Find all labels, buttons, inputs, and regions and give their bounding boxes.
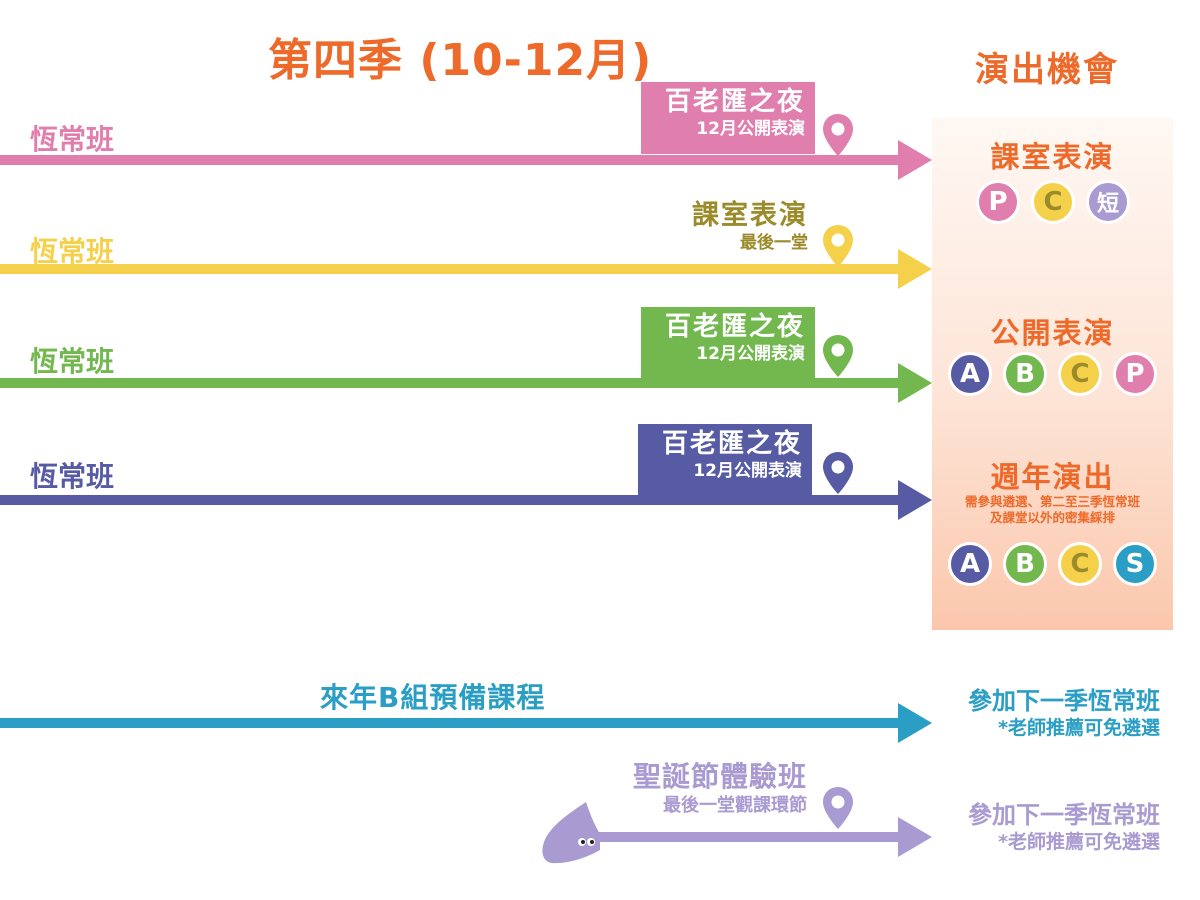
annual-note-line-2: 及課堂以外的密集綵排 bbox=[989, 510, 1115, 525]
next-year-result-main: 參加下一季恆常班 bbox=[968, 687, 1160, 715]
badge-a: A bbox=[948, 352, 992, 396]
xmas-arrowhead bbox=[898, 817, 932, 857]
row-1-event-subtitle: 12月公開表演 bbox=[696, 119, 805, 139]
row-1-event-title: 百老匯之夜 bbox=[664, 87, 805, 117]
row-4-label: 恆常班 bbox=[30, 460, 115, 493]
next-year-arrowhead bbox=[898, 703, 932, 743]
performance-opportunities-title: 演出機會 bbox=[975, 50, 1119, 90]
badge-c: C bbox=[1031, 180, 1075, 224]
badge-short: 短 bbox=[1086, 180, 1130, 224]
row-4-event-box: 百老匯之夜 12月公開表演 bbox=[638, 424, 812, 496]
row-1-arrowhead bbox=[898, 140, 932, 180]
row-1-label: 恆常班 bbox=[30, 123, 115, 156]
row-4-arrowhead bbox=[898, 480, 932, 520]
badge-c: C bbox=[1058, 352, 1102, 396]
row-2-arrowhead bbox=[898, 249, 932, 289]
season-title: 第四季 (10-12月) bbox=[268, 35, 653, 86]
next-year-result: 參加下一季恆常班 *老師推薦可免遴選 bbox=[935, 686, 1160, 740]
row-3-arrowhead bbox=[898, 363, 932, 403]
xmas-result-sub: *老師推薦可免遴選 bbox=[998, 831, 1160, 853]
next-year-result-sub: *老師推薦可免遴選 bbox=[998, 717, 1160, 739]
row-1-track bbox=[0, 155, 900, 165]
row-2-event-title: 課室表演 bbox=[692, 200, 808, 231]
row-2-label: 恆常班 bbox=[30, 235, 115, 268]
badge-b: B bbox=[1003, 542, 1047, 586]
row-2-track bbox=[0, 264, 900, 274]
location-pin-icon bbox=[823, 225, 853, 267]
badge-b: B bbox=[1003, 352, 1047, 396]
row-3-event-box: 百老匯之夜 12月公開表演 bbox=[641, 307, 815, 379]
row-3-track bbox=[0, 378, 900, 388]
location-pin-icon bbox=[823, 114, 853, 156]
badge-c: C bbox=[1058, 542, 1102, 586]
row-1-event-box: 百老匯之夜 12月公開表演 bbox=[641, 82, 815, 154]
location-pin-icon bbox=[823, 787, 853, 829]
xmas-result: 參加下一季恆常班 *老師推薦可免遴選 bbox=[935, 800, 1160, 854]
classroom-performance-title: 課室表演 bbox=[990, 140, 1115, 174]
row-4-track bbox=[0, 495, 900, 505]
xmas-result-main: 參加下一季恆常班 bbox=[968, 801, 1160, 829]
annual-note-line-1: 需參與遴選、第二至三季恆常班 bbox=[964, 494, 1140, 509]
next-year-label: 來年B組預備課程 bbox=[320, 681, 546, 714]
row-3-event-title: 百老匯之夜 bbox=[664, 312, 805, 342]
location-pin-icon bbox=[823, 335, 853, 377]
xmas-subtitle: 最後一堂觀課環節 bbox=[663, 795, 807, 816]
badge-p: P bbox=[976, 180, 1020, 224]
xmas-title: 聖誕節體驗班 bbox=[632, 760, 807, 793]
creature-mascot-icon bbox=[542, 802, 600, 864]
xmas-track bbox=[590, 832, 900, 842]
row-3-event-subtitle: 12月公開表演 bbox=[696, 344, 805, 364]
location-pin-icon bbox=[823, 452, 853, 494]
xmas-label: 聖誕節體驗班 最後一堂觀課環節 bbox=[585, 760, 807, 818]
row-2-event-subtitle: 最後一堂 bbox=[740, 233, 808, 253]
badge-p: P bbox=[1113, 352, 1157, 396]
row-4-event-subtitle: 12月公開表演 bbox=[693, 461, 802, 481]
next-year-track bbox=[0, 718, 900, 728]
badge-a: A bbox=[948, 542, 992, 586]
annual-performance-title: 週年演出 bbox=[990, 460, 1115, 494]
row-4-event-title: 百老匯之夜 bbox=[661, 429, 802, 459]
row-2-event-label: 課室表演 最後一堂 bbox=[620, 200, 808, 254]
row-3-label: 恆常班 bbox=[30, 345, 115, 378]
public-performance-title: 公開表演 bbox=[990, 316, 1115, 350]
badge-s: S bbox=[1113, 542, 1157, 586]
